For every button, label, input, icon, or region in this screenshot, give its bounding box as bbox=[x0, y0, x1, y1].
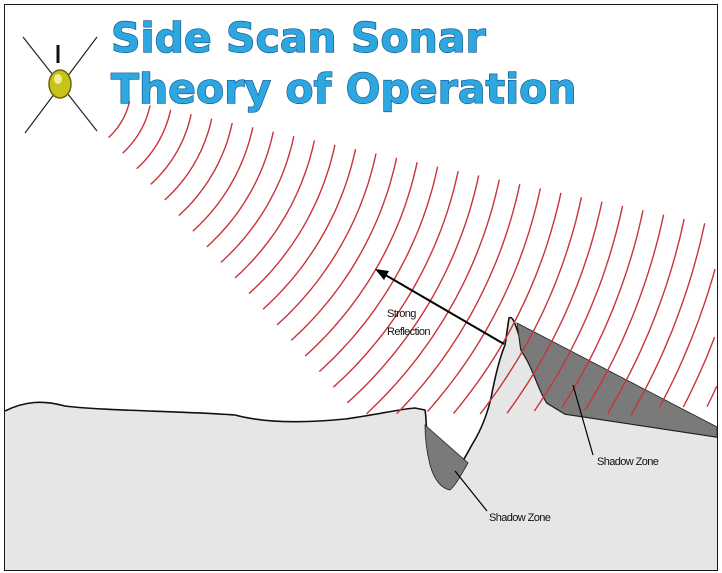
shadow-zone-bottom-leader bbox=[454, 470, 488, 512]
shadow-zone-large bbox=[516, 322, 717, 438]
sonar-wave-arc bbox=[658, 268, 716, 408]
sonar-wave-arc bbox=[561, 210, 644, 408]
sonar-diagram: Side Scan Sonar Theory of Operation Stro… bbox=[5, 13, 717, 570]
title-line-1: Side Scan Sonar bbox=[111, 14, 487, 62]
sonar-wave-arc bbox=[706, 386, 717, 408]
shadow-zone-bottom-label: Shadow Zone bbox=[489, 512, 551, 524]
sonar-wave-arc bbox=[506, 201, 603, 414]
title-line-2: Theory of Operation bbox=[111, 65, 577, 113]
sonar-wave-arc bbox=[346, 175, 480, 404]
sonar-wave-arc bbox=[584, 214, 665, 411]
sonar-towfish-icon bbox=[22, 36, 98, 134]
sonar-wave-arc bbox=[682, 336, 716, 408]
sonar-wave-arc bbox=[332, 170, 459, 388]
sonar-wave-arc bbox=[178, 122, 233, 217]
strong-reflection-label-2: Reflection bbox=[387, 326, 430, 338]
sonar-wave-arcs bbox=[108, 100, 717, 416]
sonar-wave-arc bbox=[164, 118, 213, 201]
sonar-wave-arc bbox=[276, 153, 377, 326]
sonar-wave-arc bbox=[192, 127, 254, 232]
strong-reflection-label-1: Strong bbox=[387, 308, 416, 320]
sonar-wave-arc bbox=[533, 205, 624, 412]
seabed bbox=[5, 317, 717, 570]
sonar-wave-arc bbox=[396, 183, 521, 415]
sonar-wave-arc bbox=[452, 192, 562, 414]
sonar-wave-arc bbox=[262, 149, 357, 310]
sonar-wave-arc bbox=[150, 114, 192, 185]
sonar-wave-arc bbox=[426, 188, 541, 413]
sonar-wave-arc bbox=[206, 131, 274, 248]
sonar-wave-arc bbox=[318, 166, 439, 373]
sonar-wave-arc bbox=[122, 105, 151, 154]
sonar-wave-arc bbox=[479, 197, 583, 415]
sonar-wave-arc bbox=[290, 157, 398, 341]
sonar-wave-arc bbox=[366, 179, 500, 415]
sonar-wave-arc bbox=[607, 218, 685, 414]
sonar-wave-arc bbox=[248, 144, 336, 295]
sonar-wave-arc bbox=[108, 100, 131, 139]
sonar-wave-arc bbox=[234, 140, 316, 279]
reflection-arrowhead bbox=[375, 269, 389, 280]
shadow-zone-right-label: Shadow Zone bbox=[597, 456, 659, 468]
sonar-wave-arc bbox=[630, 223, 706, 416]
sonar-wave-arc bbox=[304, 162, 418, 357]
shadow-zone-right-leader bbox=[572, 384, 594, 456]
diagram-frame: Side Scan Sonar Theory of Operation Stro… bbox=[4, 4, 718, 571]
reflection-arrow bbox=[381, 272, 505, 345]
sonar-wave-arc bbox=[220, 135, 295, 263]
sonar-wave-arc bbox=[136, 109, 172, 170]
